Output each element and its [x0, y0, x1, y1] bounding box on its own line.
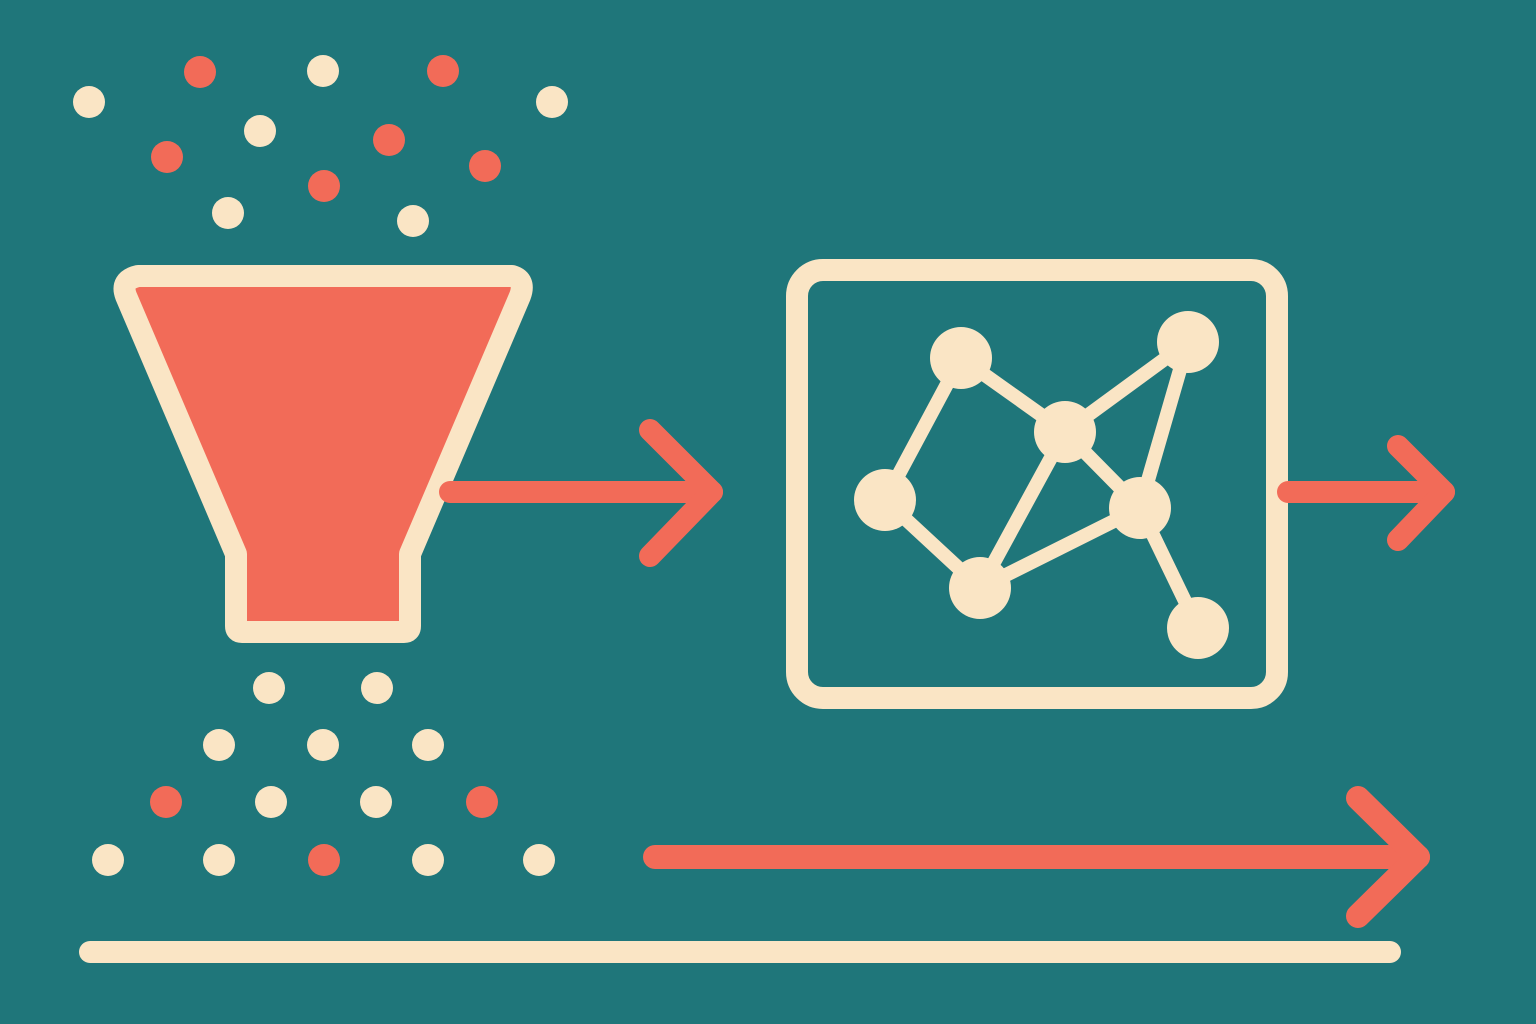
- particle-cream: [212, 197, 244, 229]
- network-node: [1034, 401, 1096, 463]
- particle-cream: [360, 786, 392, 818]
- particle-cream: [203, 844, 235, 876]
- arrow-right-icon: [643, 786, 1430, 928]
- particle-cream: [523, 844, 555, 876]
- particle-coral: [373, 124, 405, 156]
- particle-coral: [308, 844, 340, 876]
- arrow-head: [1346, 786, 1430, 928]
- particle-coral: [427, 55, 459, 87]
- particle-cream: [536, 86, 568, 118]
- funnel-icon: [113, 265, 533, 643]
- particle-cream: [253, 672, 285, 704]
- input-particles: [73, 55, 568, 237]
- model-box: [786, 259, 1288, 709]
- particle-cream: [92, 844, 124, 876]
- arrow-head: [1387, 435, 1455, 551]
- particle-cream: [203, 729, 235, 761]
- particle-coral: [469, 150, 501, 182]
- particle-cream: [255, 786, 287, 818]
- arrow-right-icon: [1277, 435, 1455, 551]
- model-frame: [786, 259, 1288, 709]
- network-node: [1109, 477, 1171, 539]
- particle-coral: [151, 141, 183, 173]
- particle-cream: [412, 729, 444, 761]
- particle-cream: [307, 729, 339, 761]
- particle-coral: [184, 56, 216, 88]
- funnel-body: [113, 265, 533, 643]
- particle-cream: [73, 86, 105, 118]
- particle-coral: [466, 786, 498, 818]
- particle-cream: [397, 205, 429, 237]
- particle-cream: [412, 844, 444, 876]
- particle-cream: [307, 55, 339, 87]
- network-node: [949, 557, 1011, 619]
- particle-coral: [150, 786, 182, 818]
- particle-cream: [244, 115, 276, 147]
- network-node: [930, 327, 992, 389]
- particle-cream: [361, 672, 393, 704]
- network-node: [1167, 597, 1229, 659]
- network-nodes: [854, 311, 1229, 659]
- network-node: [1157, 311, 1219, 373]
- arrow-head: [639, 419, 723, 567]
- network-node: [854, 469, 916, 531]
- arrow-right-icon: [439, 419, 723, 567]
- output-particles: [92, 672, 555, 876]
- particle-coral: [308, 170, 340, 202]
